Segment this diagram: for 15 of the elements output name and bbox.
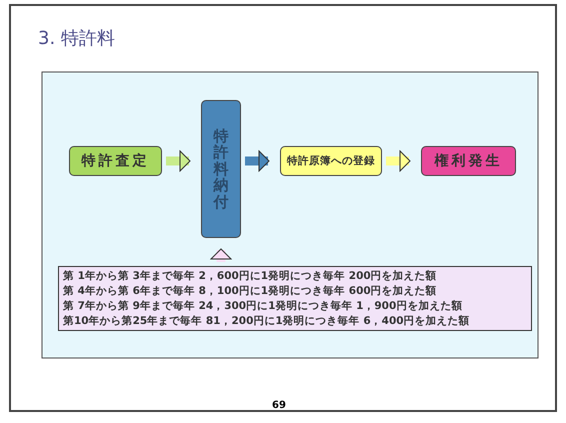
node-label: 特許料納付: [214, 126, 228, 212]
node-label: 特許査定: [82, 152, 150, 170]
page-number: 69: [272, 400, 286, 411]
fee-row-text: 第 7年から第 9年まで毎年 24，300円に1発明につき毎年 1，900円を加えた額: [63, 298, 464, 314]
slide-title: 3. 特許料: [38, 27, 115, 50]
node-label: 権利発生: [434, 152, 502, 170]
fee-row-text: 第 4年から第 6年まで毎年 8，100円に1発明につき毎年 600円を加えた額: [63, 284, 438, 298]
fee-table: [58, 266, 532, 331]
fee-row-text: 第10年から第25年まで毎年 81，200円に1発明につき毎年 6，400円を加えた額: [63, 314, 471, 328]
process-box: [280, 146, 382, 176]
process-box: [421, 146, 516, 176]
fee-row-text: 第 1年から第 3年まで毎年 2，600円に1発明につき毎年 200円を加えた額: [63, 268, 438, 284]
node-label: 特許原簿への登録: [287, 154, 375, 168]
process-box: [201, 100, 241, 238]
process-box: [69, 146, 162, 176]
